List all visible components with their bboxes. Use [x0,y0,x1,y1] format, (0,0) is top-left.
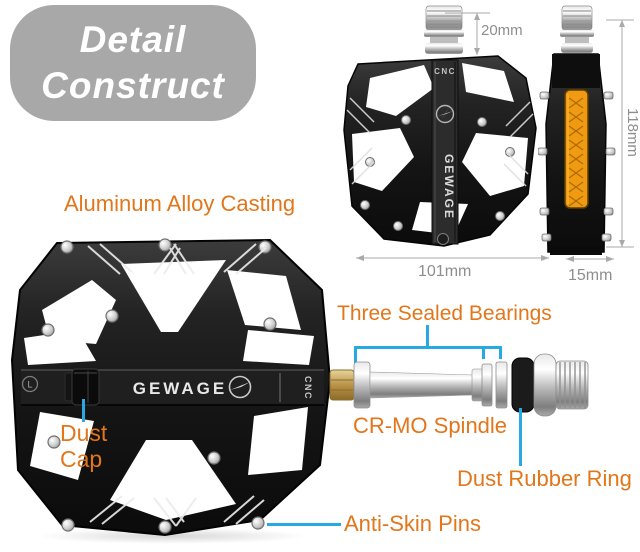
dimension-pedal-width: 101mm [418,263,472,280]
pedal-shadow [34,528,310,544]
label-dust-cap: Dust Cap [60,420,107,472]
callout-line-dust-cap [82,399,85,422]
label-dust-cap-line1: Dust [60,420,108,446]
gewage-logo-icon [435,104,455,124]
label-aluminum-alloy-casting: Aluminum Alloy Casting [64,191,296,216]
badge-line2: Construct [41,65,225,106]
dust-rubber-ring-part [511,357,535,413]
dimension-spindle-length: 20mm [481,22,523,39]
label-dust-rubber-ring: Dust Rubber Ring [457,466,632,491]
cnc-engraving-top-view: CNC [434,67,456,76]
callout-line-bearing-right [499,346,502,359]
dimension-line-15mm [566,256,614,262]
pedal-top-view-image: CNC GEWAGE [343,5,537,247]
dimension-line-101mm [356,255,549,261]
callout-line-anti-skin-pins [267,523,341,526]
reflector-strip [564,89,589,209]
callout-line-rubber-ring [519,408,522,466]
dust-cap-part [64,368,100,406]
pins-top-view [360,115,515,231]
cnc-engraving-main: CNC [303,376,313,400]
left-pedal-mark: L [27,380,32,390]
dimension-line-118mm [606,19,634,248]
badge-line1: Detail [79,19,187,60]
callout-line-bearings-bar [354,346,502,349]
dimension-pedal-length: 118mm [624,108,640,157]
label-anti-skin-pins: Anti-Skin Pins [344,511,481,536]
label-crmo-spindle: CR-MO Spindle [353,413,508,438]
detail-construct-badge: Detail Construct [10,5,256,121]
brand-engraving-top-view: GEWAGE [442,154,456,220]
pedal-main-image: GEWAGE CNC L [10,238,332,537]
gewage-logo-icon [228,375,252,399]
dimension-pedal-thickness: 15mm [568,267,613,284]
callout-line-bearings-stem [426,325,429,348]
label-three-sealed-bearings: Three Sealed Bearings [337,302,552,325]
callout-line-bearing-mid [482,346,485,359]
spindle-image [329,353,589,417]
callout-line-bearing-left [354,346,357,367]
brand-engraving-main: GEWAGE [133,379,228,398]
dimension-line-20mm [445,12,490,55]
anti-skin-pins [41,238,277,534]
label-dust-cap-line2: Cap [60,446,103,472]
pedal-side-view-image [538,5,616,255]
